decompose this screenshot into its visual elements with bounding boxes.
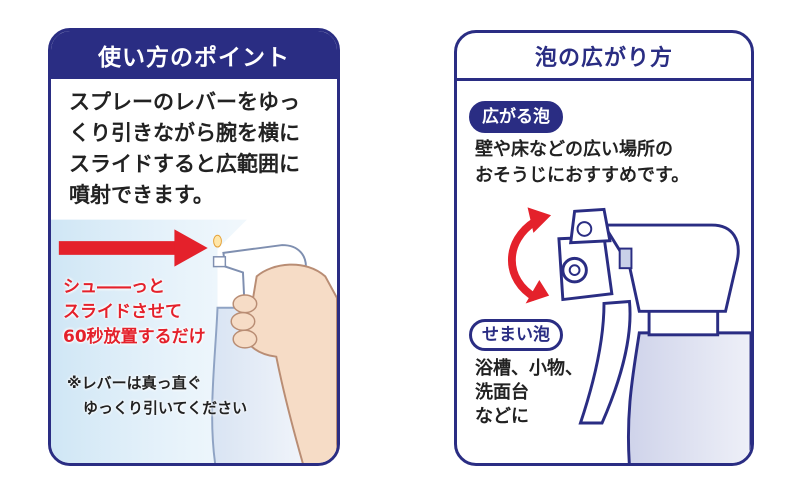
usage-line: スライドすると広範囲に	[69, 152, 300, 176]
foam-spread-title: 泡の広がり方	[457, 33, 751, 81]
highlight-line: スライドさせて	[63, 302, 182, 322]
spray-hand-illustration	[51, 219, 337, 463]
sprayer-head-body	[601, 223, 740, 313]
rotate-arrow-icon	[508, 207, 552, 304]
narrow-foam-badge: せまい泡	[469, 319, 563, 351]
narrow-desc-line: などに	[475, 406, 529, 427]
spray-mist	[51, 219, 247, 463]
narrow-foam-description: 浴槽、小物、 洗面台 などに	[475, 357, 585, 429]
wide-foam-description: 壁や床などの広い場所の おそうじにおすすめです。	[475, 137, 745, 189]
foam-spread-panel: 泡の広がり方 広がる泡 壁や床などの広い場所の おそうじにおすすめです。	[454, 30, 754, 466]
usage-points-panel: 使い方のポイント スプレーのレバーをゆっ くり引きながら腕を横に スライドすると…	[48, 28, 340, 466]
usage-line: スプレーのレバーをゆっ	[69, 90, 300, 114]
lever-note: ※レバーは真っ直ぐ ゆっくり引いてください	[67, 371, 247, 421]
usage-instructions: スプレーのレバーをゆっ くり引きながら腕を横に スライドすると広範囲に 噴射でき…	[69, 87, 331, 211]
narrow-desc-line: 洗面台	[475, 382, 529, 403]
wide-desc-line: おそうじにおすすめです。	[475, 165, 690, 186]
highlight-line: シュ――っと	[63, 277, 165, 297]
usage-line: 噴射できます。	[69, 183, 214, 207]
wide-desc-line: 壁や床などの広い場所の	[475, 139, 673, 160]
trigger-lever	[578, 299, 632, 425]
spray-instruction-highlight: シュ――っと スライドさせて 60秒放置するだけ	[63, 275, 206, 350]
note-line: ゆっくり引いてください	[83, 399, 248, 417]
wide-foam-badge: 広がる泡	[469, 101, 563, 133]
usage-line: くり引きながら腕を横に	[69, 121, 300, 145]
narrow-desc-line: 浴槽、小物、	[475, 358, 583, 379]
note-line: ※レバーは真っ直ぐ	[67, 374, 202, 392]
highlight-line: 60秒放置するだけ	[63, 327, 206, 347]
trigger-sprayer-illustration	[508, 207, 751, 463]
red-arrow-icon	[58, 229, 208, 267]
foam-bottle	[626, 331, 751, 463]
usage-points-title: 使い方のポイント	[51, 31, 337, 79]
